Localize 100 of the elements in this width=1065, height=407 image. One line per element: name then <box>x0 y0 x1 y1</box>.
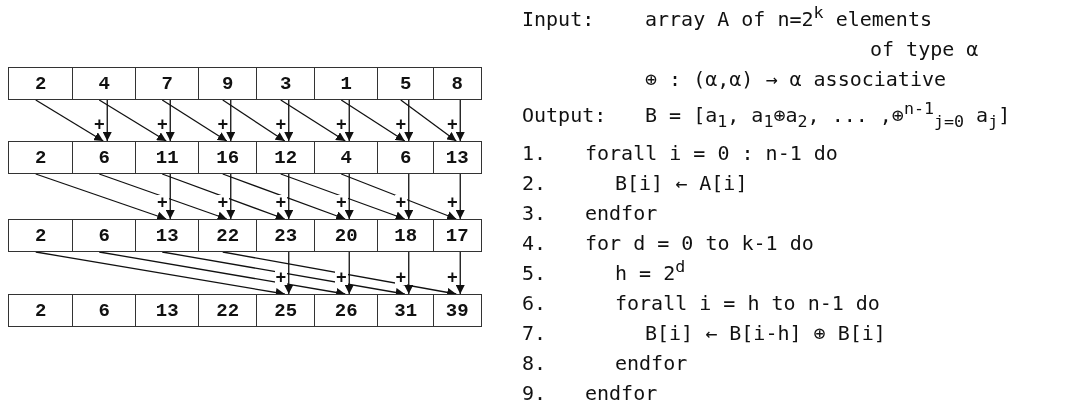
arrow <box>284 99 294 142</box>
arrow <box>98 99 167 142</box>
arrow <box>226 99 236 142</box>
arrow <box>165 173 175 220</box>
plus-sign: + <box>156 195 169 210</box>
spec-text: B = [a$_{1}$, a$_{1}$⊕a$_{2}$, ... ,⊕$^{n-1}$$_{j=0}$ a$_{j}$] <box>645 102 1011 128</box>
array-cell: 6 <box>72 141 137 174</box>
plus-sign: + <box>274 117 287 132</box>
array-cell: 18 <box>377 219 435 252</box>
plus-sign: + <box>335 117 348 132</box>
array-cell: 22 <box>198 294 258 327</box>
array-cell: 22 <box>198 219 258 252</box>
code-line: endfor <box>615 350 688 376</box>
plus-sign: + <box>274 195 287 210</box>
arrow <box>165 99 175 142</box>
array-cell: 8 <box>433 67 482 100</box>
arrow <box>284 173 294 220</box>
array-cell: 1 <box>314 67 379 100</box>
array-cell: 23 <box>256 219 316 252</box>
array-cell: 9 <box>198 67 258 100</box>
array-cell: 7 <box>135 67 200 100</box>
array-cell: 25 <box>256 294 316 327</box>
line-number: 3. <box>522 200 547 226</box>
arrow <box>35 173 167 221</box>
arrow <box>344 251 354 295</box>
arrow <box>404 99 414 142</box>
array-cell: 20 <box>314 219 379 252</box>
array-cell: 13 <box>135 219 200 252</box>
array-cell: 31 <box>377 294 435 327</box>
array-cell: 26 <box>314 294 379 327</box>
arrow <box>222 173 346 221</box>
arrow <box>280 99 346 142</box>
array-cell: 2 <box>8 141 74 174</box>
plus-sign: + <box>274 270 287 285</box>
arrow <box>455 173 465 220</box>
spec-text: of type α <box>870 36 979 62</box>
line-number: 2. <box>522 170 547 196</box>
array-cell: 13 <box>433 141 482 174</box>
plus-sign: + <box>335 195 348 210</box>
array-cell: 6 <box>377 141 435 174</box>
plus-sign: + <box>335 270 348 285</box>
arrow <box>455 99 465 142</box>
arrow <box>404 173 414 220</box>
array-cell: 12 <box>256 141 316 174</box>
plus-sign: + <box>446 117 459 132</box>
array-cell: 2 <box>8 219 74 252</box>
array-cell: 3 <box>256 67 316 100</box>
array-cell: 6 <box>72 219 137 252</box>
array-cell: 13 <box>135 294 200 327</box>
spec-text: ⊕ : (α,α) → α associative <box>645 66 947 92</box>
arrow <box>161 173 286 221</box>
arrow <box>344 173 354 220</box>
array-cell: 2 <box>8 67 74 100</box>
code-line: endfor <box>585 380 658 406</box>
code-line: B[i] ← B[i-h] ⊕ B[i] <box>645 320 886 346</box>
spec-text: Input: <box>522 6 595 32</box>
arrow <box>98 173 228 221</box>
code-line: for d = 0 to k-1 do <box>585 230 814 256</box>
line-number: 9. <box>522 380 547 406</box>
plus-sign: + <box>93 117 106 132</box>
arrow <box>404 251 414 295</box>
code-line: forall i = 0 : n-1 do <box>585 140 838 166</box>
line-number: 7. <box>522 320 547 346</box>
arrow <box>280 173 406 221</box>
arrow <box>344 99 354 142</box>
code-line: endfor <box>585 200 658 226</box>
arrow <box>400 99 457 142</box>
arrow <box>226 173 236 220</box>
spec-text: Output: <box>522 102 607 128</box>
arrow <box>35 99 104 142</box>
plus-sign: + <box>446 270 459 285</box>
plus-sign: + <box>446 195 459 210</box>
arrow <box>222 99 286 142</box>
array-cell: 4 <box>314 141 379 174</box>
arrow <box>340 99 406 142</box>
code-line: B[i] ← A[i] <box>615 170 748 196</box>
line-number: 8. <box>522 350 547 376</box>
arrow <box>161 99 228 142</box>
plus-sign: + <box>216 195 229 210</box>
line-number: 1. <box>522 140 547 166</box>
code-line: forall i = h to n-1 do <box>615 290 880 316</box>
arrow <box>284 251 294 295</box>
arrow <box>102 99 112 142</box>
plus-sign: + <box>156 117 169 132</box>
plus-sign: + <box>394 270 407 285</box>
arrow <box>340 173 457 220</box>
line-number: 4. <box>522 230 547 256</box>
line-number: 6. <box>522 290 547 316</box>
arrow <box>455 251 465 295</box>
array-cell: 39 <box>433 294 482 327</box>
array-cell: 6 <box>72 294 137 327</box>
array-cell: 16 <box>198 141 258 174</box>
array-cell: 5 <box>377 67 435 100</box>
plus-sign: + <box>216 117 229 132</box>
plus-sign: + <box>394 117 407 132</box>
array-cell: 2 <box>8 294 74 327</box>
array-cell: 17 <box>433 219 482 252</box>
spec-text: array A of n=2$^{k}$ elements <box>645 6 932 32</box>
array-cell: 4 <box>72 67 137 100</box>
line-number: 5. <box>522 260 547 286</box>
